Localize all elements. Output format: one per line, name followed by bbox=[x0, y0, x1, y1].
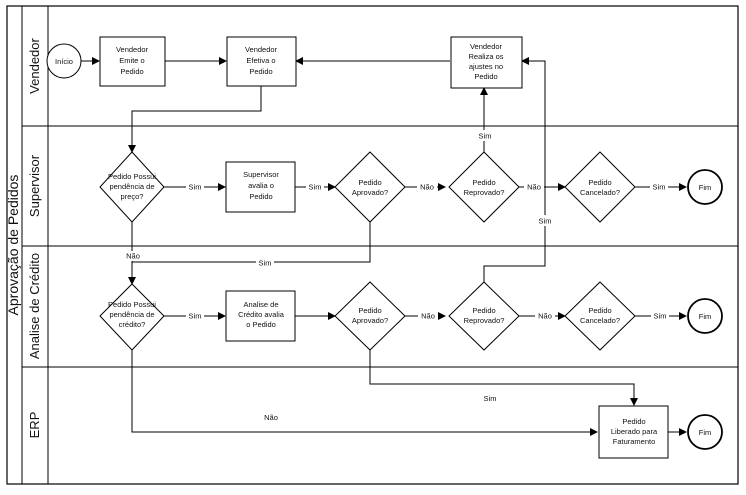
sup-cancelado-line-2: Cancelado? bbox=[580, 188, 620, 197]
liberado-line-1: Pedido bbox=[622, 417, 645, 426]
ajustes-line-4: Pedido bbox=[474, 72, 497, 81]
task-vendedor-ajustes bbox=[450, 36, 523, 89]
lane-title-credito: Analise de Crédito bbox=[27, 253, 42, 359]
start-event-label: Início bbox=[55, 57, 73, 66]
sup-reprovado-line-1: Pedido bbox=[472, 178, 495, 187]
task-vendedor-emite bbox=[99, 36, 166, 87]
lane-title-erp: ERP bbox=[27, 412, 42, 439]
task-supervisor-avalia bbox=[225, 161, 296, 213]
cred-cancelado-line-1: Pedido bbox=[588, 306, 611, 315]
label-sup-aprovado-nao: Não bbox=[420, 183, 434, 192]
label-pend-preco-nao: Não bbox=[126, 252, 140, 261]
edge-efetiva-pend-preco bbox=[128, 86, 262, 153]
efetiva-line-3: Pedido bbox=[249, 67, 272, 76]
pend-preco-line-1: Pedido Possui bbox=[108, 172, 156, 181]
sup-avalia-line-3: Pedido bbox=[249, 192, 272, 201]
end-credito-label: Fim bbox=[699, 312, 712, 321]
liberado-line-2: Liberado para bbox=[611, 427, 658, 436]
end-event-supervisor bbox=[687, 169, 723, 205]
label-pend-preco-sim: Sim bbox=[189, 183, 202, 192]
sup-avalia-line-2: avalia o bbox=[248, 181, 274, 190]
efetiva-line-1: Vendedor bbox=[245, 45, 278, 54]
pend-preco-line-3: preço? bbox=[121, 192, 144, 201]
efetiva-line-2: Efetiva o bbox=[246, 56, 275, 65]
pend-credito-line-3: crédito? bbox=[119, 320, 146, 329]
label-sup-reprovado-nao: Não bbox=[527, 183, 541, 192]
ajustes-line-1: Vendedor bbox=[470, 42, 503, 51]
pool-title: Aprovação de Pedidos bbox=[5, 175, 21, 316]
sup-aprovado-line-1: Pedido bbox=[358, 178, 381, 187]
cred-aprovado-line-2: Aprovado? bbox=[352, 316, 388, 325]
sup-aprovado-line-2: Aprovado? bbox=[352, 188, 388, 197]
gateway-sup-aprovado bbox=[334, 151, 406, 223]
label-cred-aprovado-sim: Sim bbox=[484, 394, 497, 403]
gateway-cred-cancelado bbox=[564, 281, 636, 351]
edge-cred-reprovado-sim bbox=[483, 57, 546, 282]
cred-avalia-line-1: Analise de bbox=[243, 300, 278, 309]
pend-preco-line-2: pendência de bbox=[109, 182, 154, 191]
lane-title-vendedor: Vendedor bbox=[27, 38, 42, 94]
sup-cancelado-line-1: Pedido bbox=[588, 178, 611, 187]
label-sup-aprovado-sim: Sim bbox=[259, 259, 272, 268]
end-event-erp bbox=[687, 414, 723, 450]
gateway-sup-cancelado bbox=[564, 151, 636, 223]
label-sup-reprovado-sim: Sim bbox=[479, 132, 492, 141]
gateway-pendencia-preco bbox=[99, 151, 165, 223]
task-vendedor-efetiva bbox=[226, 36, 297, 87]
emite-line-3: Pedido bbox=[120, 67, 143, 76]
label-cred-reprovado-nao: Não bbox=[538, 312, 552, 321]
pend-credito-line-2: pendência de bbox=[109, 310, 154, 319]
cred-avalia-line-3: o Pedido bbox=[246, 320, 276, 329]
edge-pend-credito-nao bbox=[131, 350, 598, 436]
gateway-pendencia-credito bbox=[99, 283, 165, 351]
gateway-cred-reprovado bbox=[448, 281, 520, 351]
sup-reprovado-line-2: Reprovado? bbox=[464, 188, 505, 197]
gateway-cred-aprovado bbox=[334, 281, 406, 351]
ajustes-line-2: Realiza os bbox=[468, 52, 503, 61]
label-pend-credito-sim: Sim bbox=[189, 312, 202, 321]
node-labels: Início Vendedor Emite o Pedido Vendedor … bbox=[55, 42, 711, 446]
liberado-line-3: Faturamento bbox=[613, 437, 656, 446]
cred-reprovado-line-2: Reprovado? bbox=[464, 316, 505, 325]
sup-avalia-line-1: Supervisor bbox=[243, 170, 279, 179]
label-cred-cancelado-sim: Sim bbox=[654, 312, 667, 321]
cred-reprovado-line-1: Pedido bbox=[472, 306, 495, 315]
pool-border bbox=[6, 5, 739, 485]
label-sup-avalia-sim: Sim bbox=[309, 183, 322, 192]
task-credito-avalia bbox=[225, 290, 296, 342]
start-event bbox=[46, 43, 82, 79]
label-cred-reprovado-sim: Sim bbox=[539, 217, 552, 226]
cred-avalia-line-2: Crédito avalia bbox=[238, 310, 285, 319]
edge-labels: Sim Sim Não Não Sim Sim Sim Não Sim Sim … bbox=[123, 130, 669, 422]
task-pedido-liberado bbox=[598, 405, 669, 459]
emite-line-1: Vendedor bbox=[116, 45, 149, 54]
lane-title-supervisor: Supervisor bbox=[27, 154, 42, 217]
cred-aprovado-line-1: Pedido bbox=[358, 306, 381, 315]
label-sup-cancelado-sim: Sim bbox=[653, 183, 666, 192]
end-supervisor-label: Fim bbox=[699, 183, 712, 192]
label-cred-aprovado-nao: Não bbox=[421, 312, 435, 321]
edge-cred-aprovado-sim bbox=[369, 350, 638, 406]
end-erp-label: Fim bbox=[699, 428, 712, 437]
emite-line-2: Emite o bbox=[119, 56, 144, 65]
edge-sup-aprovado-sim bbox=[132, 222, 371, 263]
label-pend-credito-nao: Não bbox=[264, 413, 278, 422]
cred-cancelado-line-2: Cancelado? bbox=[580, 316, 620, 325]
end-event-credito bbox=[687, 298, 723, 334]
nodes bbox=[46, 36, 723, 459]
ajustes-line-3: ajustes no bbox=[469, 62, 503, 71]
pend-credito-line-1: Pedido Possui bbox=[108, 300, 156, 309]
gateway-sup-reprovado bbox=[448, 151, 520, 223]
